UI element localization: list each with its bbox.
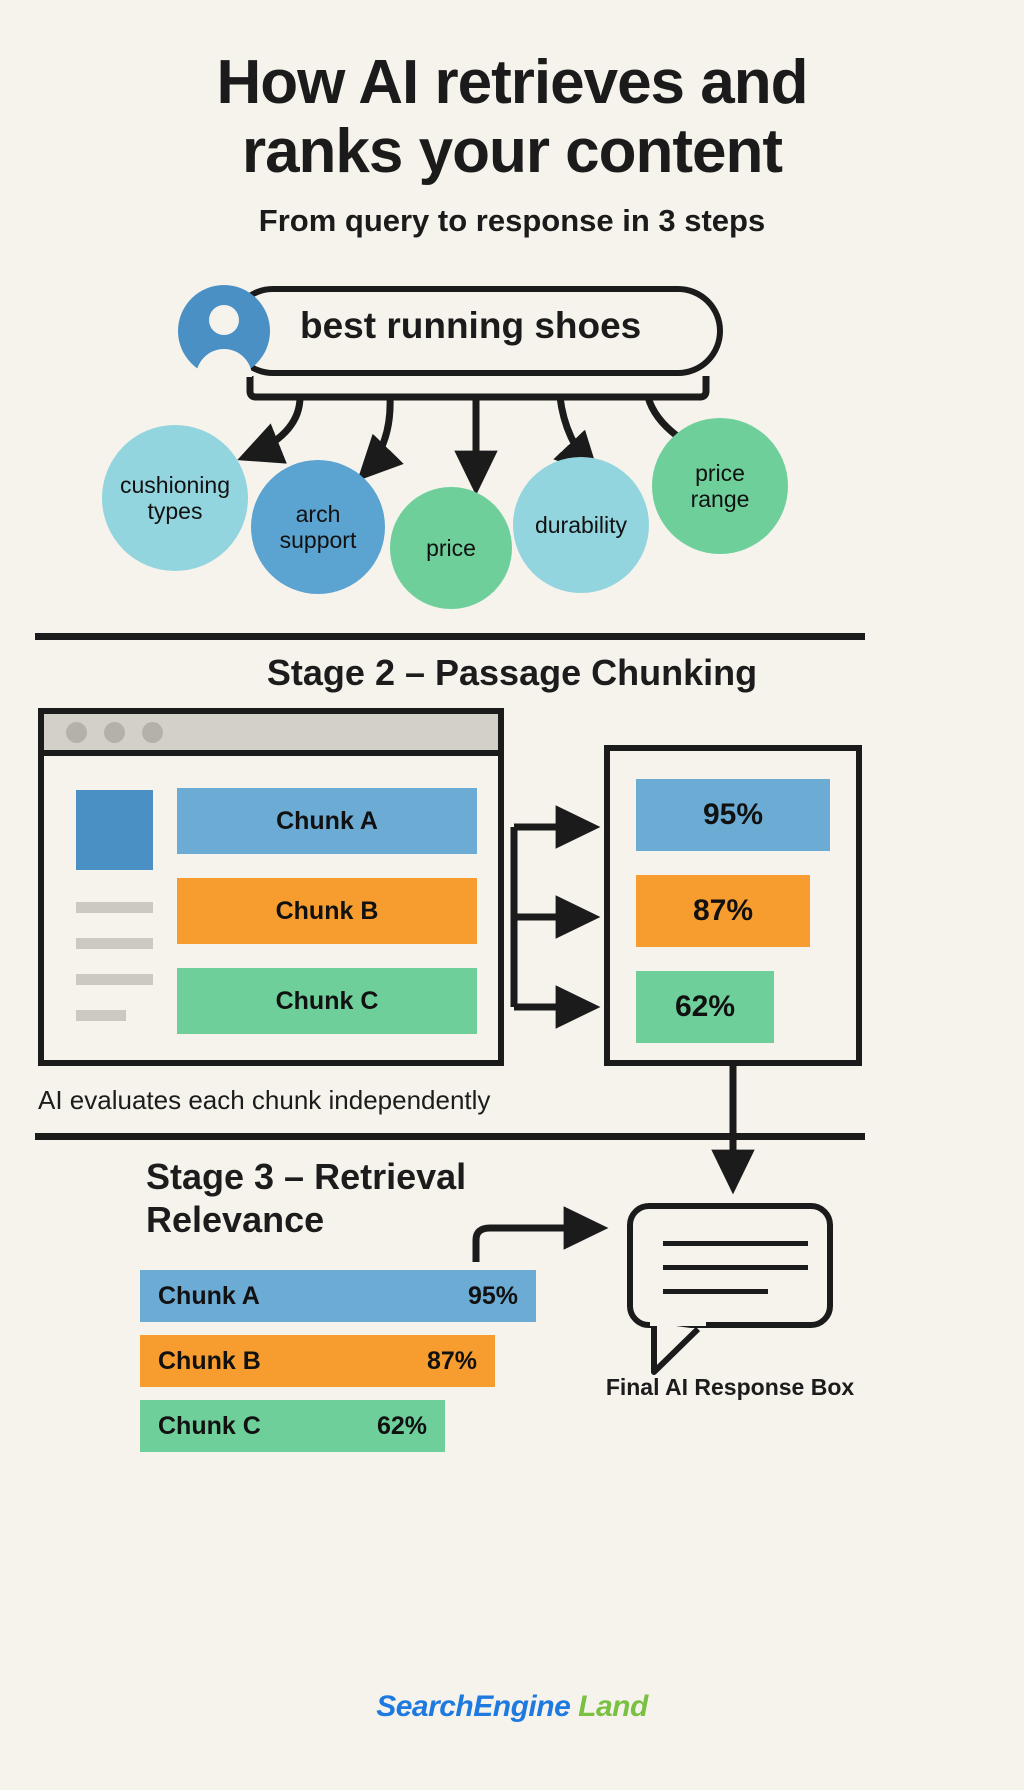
browser-content-area: Chunk A Chunk B Chunk C [44, 762, 498, 1066]
stage-3-heading: Stage 3 – Retrieval Relevance [146, 1156, 467, 1241]
browser-dot-close-icon[interactable] [66, 721, 87, 743]
chunk-score-panel: 95% 87% 62% [604, 745, 862, 1066]
browser-titlebar [44, 714, 498, 756]
chunk-block-c[interactable]: Chunk C [177, 968, 477, 1034]
placeholder-text-line [76, 974, 153, 985]
speech-bubble-icon [650, 1320, 706, 1375]
title-block: How AI retrieves and ranks your content … [0, 48, 1024, 239]
placeholder-text-line [76, 938, 153, 949]
facet-node-price[interactable]: price [390, 487, 512, 609]
relevance-bar-label: Chunk C [158, 1411, 261, 1440]
page-title-line-1: How AI retrieves and [216, 48, 808, 117]
section-divider-1 [35, 633, 865, 640]
relevance-bar-label: Chunk A [158, 1281, 260, 1310]
chunk-block-a[interactable]: Chunk A [177, 788, 477, 854]
relevance-bar-value: 62% [376, 1411, 427, 1440]
search-query-pill[interactable] [228, 286, 723, 376]
chunk-score-c: 62% [636, 971, 774, 1043]
browser-dot-minimize-icon[interactable] [104, 721, 125, 743]
placeholder-text-line [76, 1010, 126, 1021]
logo-word-search: Search [376, 1690, 474, 1723]
chunk-score-a: 95% [636, 779, 830, 851]
facet-node-durability[interactable]: durability [513, 457, 649, 593]
stage-2-arrow-group [510, 805, 755, 1195]
relevance-bar-chunk-b: Chunk B 87% [140, 1335, 495, 1387]
search-query-text: best running shoes [300, 305, 642, 346]
response-text-line [663, 1289, 768, 1294]
browser-window-mock: Chunk A Chunk B Chunk C [38, 708, 504, 1066]
page-thumbnail-block [76, 790, 153, 870]
response-text-line [663, 1265, 808, 1270]
relevance-bar-chunk-c: Chunk C 62% [140, 1400, 445, 1452]
page-subtitle: From query to response in 3 steps [258, 202, 766, 238]
logo-word-land: Land [578, 1690, 648, 1723]
site-logo[interactable]: SearchEngine Land [0, 1690, 1024, 1724]
page-title-line-2: ranks your content [241, 117, 783, 187]
browser-dot-maximize-icon[interactable] [142, 721, 163, 743]
response-text-line [663, 1241, 808, 1246]
chunk-score-b: 87% [636, 875, 810, 947]
section-divider-2 [35, 1133, 865, 1140]
relevance-bar-chunk-a: Chunk A 95% [140, 1270, 536, 1322]
relevance-bar-value: 95% [467, 1281, 518, 1310]
user-avatar-icon [178, 285, 270, 377]
final-ai-response-box [627, 1203, 833, 1328]
chunk-block-b[interactable]: Chunk B [177, 878, 477, 944]
final-response-caption: Final AI Response Box [605, 1374, 855, 1400]
placeholder-text-line [76, 902, 153, 913]
relevance-bar-value: 87% [426, 1346, 477, 1375]
stage-2-caption: AI evaluates each chunk independently [38, 1085, 491, 1115]
relevance-bar-label: Chunk B [158, 1346, 261, 1375]
logo-word-engine: Engine [473, 1690, 571, 1723]
stage-2-heading: Stage 2 – Passage Chunking [266, 652, 758, 693]
